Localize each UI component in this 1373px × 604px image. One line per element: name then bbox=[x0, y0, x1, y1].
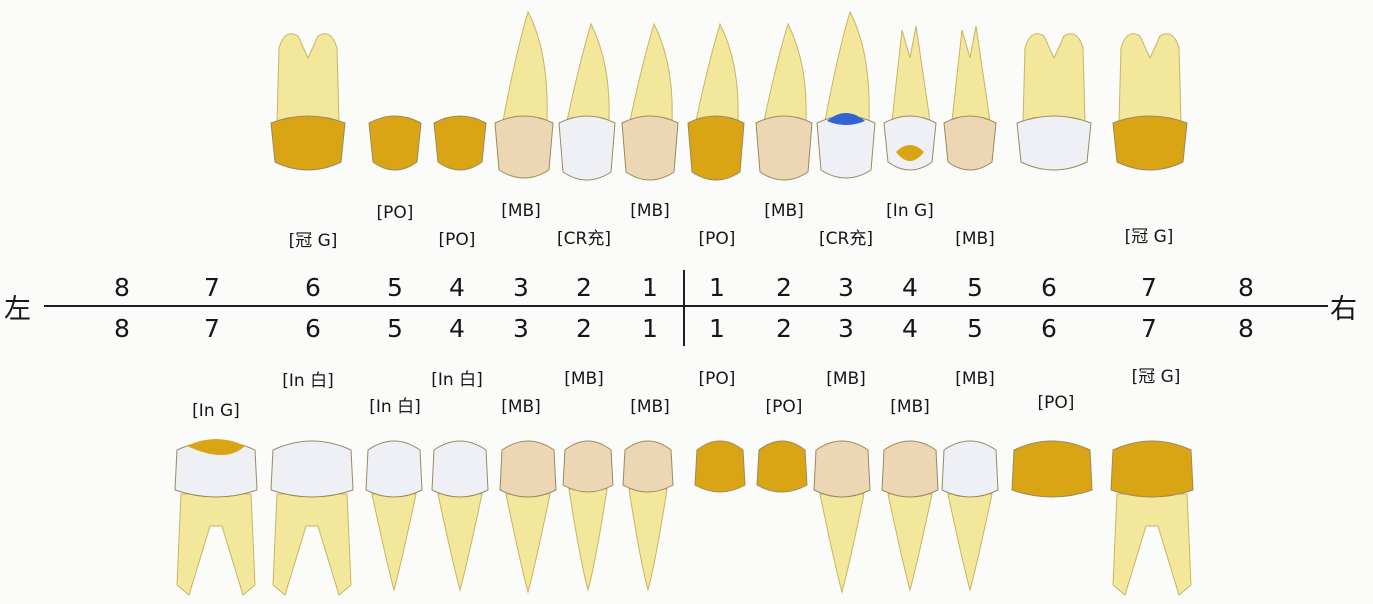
tooth-number-lower: 3 bbox=[513, 314, 529, 343]
tooth-number-lower: 4 bbox=[902, 314, 918, 343]
tooth-number-lower: 7 bbox=[1141, 314, 1157, 343]
lower-treatment-label: [In 白] bbox=[369, 397, 420, 417]
lower-tooth bbox=[757, 441, 807, 492]
upper-tooth bbox=[688, 24, 744, 180]
lower-treatment-label: [MB] bbox=[501, 397, 541, 417]
side-label-left: 左 bbox=[4, 294, 31, 325]
lower-tooth bbox=[695, 441, 745, 492]
lower-tooth bbox=[366, 441, 422, 590]
tooth-number-upper: 1 bbox=[642, 273, 658, 302]
tooth-number-upper: 8 bbox=[1238, 273, 1254, 302]
lower-tooth bbox=[1111, 441, 1193, 595]
tooth-number-lower: 2 bbox=[776, 314, 792, 343]
tooth-number-lower: 5 bbox=[967, 314, 983, 343]
lower-tooth bbox=[563, 441, 613, 590]
side-label-right: 右 bbox=[1330, 294, 1357, 325]
upper-tooth bbox=[944, 26, 996, 170]
upper-treatment-label: [冠 G] bbox=[1125, 227, 1174, 247]
tooth-number-upper: 6 bbox=[305, 273, 321, 302]
upper-treatment-label: [MB] bbox=[764, 201, 804, 221]
lower-teeth bbox=[175, 439, 1193, 595]
upper-treatment-label: [In G] bbox=[886, 201, 934, 221]
upper-treatment-label: [MB] bbox=[955, 229, 995, 249]
lower-tooth bbox=[175, 439, 257, 595]
upper-tooth bbox=[1113, 34, 1187, 170]
upper-tooth bbox=[559, 24, 615, 180]
lower-tooth bbox=[271, 441, 353, 595]
tooth-number-upper: 4 bbox=[902, 273, 918, 302]
upper-treatment-label: [CR充] bbox=[557, 229, 611, 249]
lower-treatment-label: [MB] bbox=[630, 397, 670, 417]
lower-tooth bbox=[623, 441, 673, 590]
upper-tooth bbox=[1017, 34, 1091, 170]
tooth-number-lower: 2 bbox=[576, 314, 592, 343]
upper-treatment-label: [MB] bbox=[501, 201, 541, 221]
lower-treatment-label: [In 白] bbox=[282, 371, 333, 391]
upper-treatment-label: [PO] bbox=[377, 203, 414, 223]
upper-tooth bbox=[884, 26, 936, 170]
upper-tooth bbox=[434, 116, 486, 170]
lower-treatment-label: [MB] bbox=[890, 397, 930, 417]
lower-treatment-label: [MB] bbox=[826, 369, 866, 389]
upper-treatment-label: [PO] bbox=[439, 230, 476, 250]
tooth-number-lower: 5 bbox=[387, 314, 403, 343]
upper-tooth bbox=[756, 24, 812, 180]
tooth-number-upper: 4 bbox=[449, 273, 465, 302]
lower-tooth bbox=[500, 441, 556, 592]
lower-tooth bbox=[432, 441, 488, 590]
lower-treatment-label: [冠 G] bbox=[1132, 367, 1181, 387]
tooth-number-lower: 4 bbox=[449, 314, 465, 343]
upper-tooth bbox=[622, 24, 678, 180]
lower-treatment-label: [In G] bbox=[192, 401, 240, 421]
lower-treatment-label: [MB] bbox=[564, 369, 604, 389]
upper-treatment-label: [冠 G] bbox=[289, 231, 338, 251]
tooth-number-upper: 3 bbox=[513, 273, 529, 302]
tooth-number-upper: 7 bbox=[1141, 273, 1157, 302]
upper-tooth bbox=[369, 116, 421, 170]
tooth-number-upper: 7 bbox=[204, 273, 220, 302]
tooth-number-upper: 3 bbox=[838, 273, 854, 302]
lower-tooth bbox=[1012, 441, 1092, 497]
tooth-number-lower: 8 bbox=[114, 314, 130, 343]
upper-tooth bbox=[495, 12, 553, 178]
tooth-number-upper: 2 bbox=[576, 273, 592, 302]
treatment-labels: [冠 G] [PO] [PO] [MB] [CR充] [MB] [PO] [MB] [CR充] [… bbox=[192, 201, 1180, 421]
lower-treatment-label: [PO] bbox=[1038, 393, 1075, 413]
tooth-number-lower: 6 bbox=[305, 314, 321, 343]
tooth-number-upper: 5 bbox=[967, 273, 983, 302]
tooth-number-upper: 6 bbox=[1041, 273, 1057, 302]
tooth-number-lower: 3 bbox=[838, 314, 854, 343]
lower-treatment-label: [PO] bbox=[699, 369, 736, 389]
tooth-number-lower: 1 bbox=[709, 314, 725, 343]
upper-treatment-label: [CR充] bbox=[819, 229, 873, 249]
tooth-number-upper: 5 bbox=[387, 273, 403, 302]
lower-tooth bbox=[942, 441, 998, 590]
upper-tooth bbox=[817, 12, 875, 178]
upper-teeth bbox=[271, 12, 1187, 180]
lower-treatment-label: [PO] bbox=[766, 397, 803, 417]
lower-treatment-label: [In 白] bbox=[431, 370, 482, 390]
upper-tooth bbox=[271, 34, 345, 170]
tooth-number-upper: 1 bbox=[709, 273, 725, 302]
upper-treatment-label: [PO] bbox=[699, 229, 736, 249]
tooth-number-lower: 8 bbox=[1238, 314, 1254, 343]
lower-treatment-label: [MB] bbox=[955, 369, 995, 389]
tooth-number-upper: 2 bbox=[776, 273, 792, 302]
lower-tooth bbox=[814, 441, 870, 592]
tooth-number-upper: 8 bbox=[114, 273, 130, 302]
lower-tooth bbox=[882, 441, 938, 590]
tooth-number-lower: 6 bbox=[1041, 314, 1057, 343]
tooth-number-lower: 1 bbox=[642, 314, 658, 343]
tooth-number-lower: 7 bbox=[204, 314, 220, 343]
upper-treatment-label: [MB] bbox=[630, 201, 670, 221]
